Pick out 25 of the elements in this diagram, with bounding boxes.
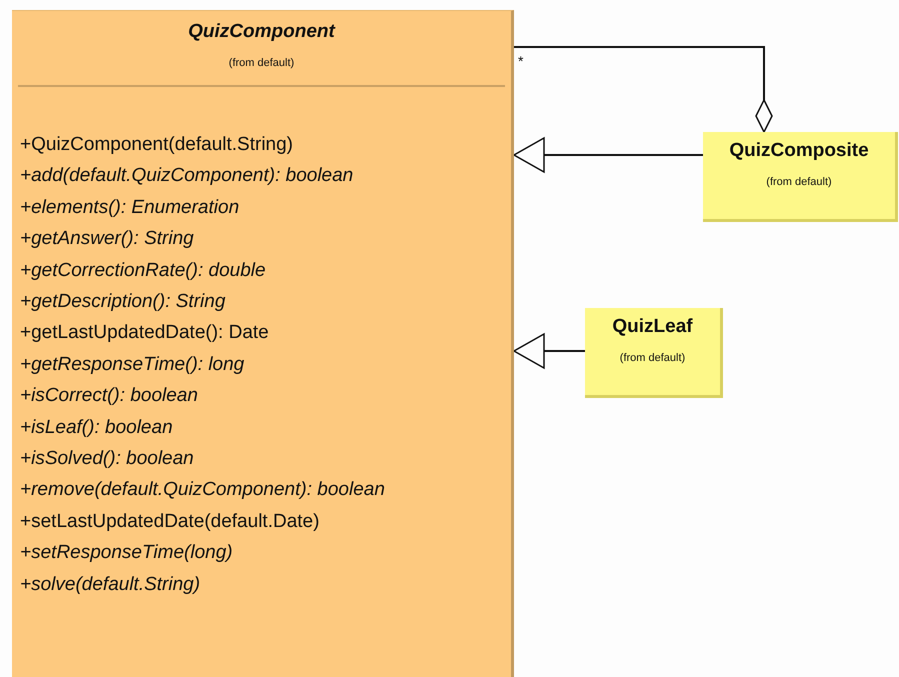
method-text: +getDescription(): String: [20, 291, 226, 313]
method-text: +setResponseTime(long): [20, 542, 233, 564]
class-name: QuizComponent: [187, 21, 336, 43]
method-text: +setLastUpdatedDate(default.Date): [20, 510, 320, 533]
method-text: +solve(default.String): [20, 574, 200, 596]
class-box: [703, 132, 898, 222]
class-name: QuizComposite: [728, 140, 870, 162]
method-text: +isSolved(): boolean: [20, 448, 194, 470]
method-text: +isLeaf(): boolean: [20, 416, 173, 439]
multiplicity-label: *: [518, 53, 524, 69]
package-note: (from default): [765, 176, 833, 188]
method-text: +add(default.QuizComponent): boolean: [20, 165, 354, 188]
method-text: +remove(default.QuizComponent): boolean: [20, 479, 385, 502]
class-box: [585, 308, 723, 398]
method-text: +isCorrect(): boolean: [20, 385, 198, 408]
package-note: (from default): [618, 352, 686, 364]
method-text: +getLastUpdatedDate(): Date: [20, 322, 269, 344]
method-text: +QuizComponent(default.String): [20, 134, 294, 156]
package-note: (from default): [228, 57, 296, 69]
method-text: +getResponseTime(): long: [20, 354, 244, 376]
method-text: +getAnswer(): String: [20, 228, 194, 250]
class-box: [12, 10, 514, 677]
method-text: +getCorrectionRate(): double: [20, 260, 266, 282]
method-text: +elements(): Enumeration: [20, 196, 240, 219]
class-name: QuizLeaf: [611, 316, 694, 338]
